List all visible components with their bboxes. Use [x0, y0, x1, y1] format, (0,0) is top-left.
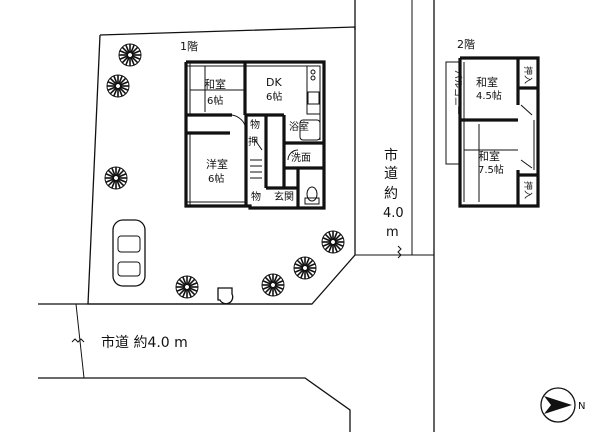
- south-road-width-mark: [71, 338, 85, 343]
- second-floor-title: 2階: [457, 37, 475, 51]
- room-storage2-name: 物: [251, 190, 261, 203]
- south-road-text: 市道 約4.0 m: [101, 334, 188, 351]
- room-storage1-name: 物: [250, 118, 260, 131]
- second-floor-plan: 2階 バルコニー 和室 4.5帖 和室 7.5帖 押入 押入: [445, 37, 540, 208]
- room-entrance-name: 玄関: [274, 190, 294, 203]
- room-dk-name: DK: [266, 76, 282, 89]
- trees: [104, 43, 345, 299]
- east-road-name-1: 市: [384, 147, 398, 164]
- room-washitsu-name: 和室: [204, 77, 226, 91]
- parked-car: [112, 219, 146, 287]
- first-floor-plan: 1階: [180, 39, 326, 210]
- tree-icon: [106, 74, 130, 98]
- compass-arrow-icon: [544, 396, 572, 414]
- east-road-width: 4.0: [383, 206, 404, 221]
- tree-icon: [261, 273, 285, 297]
- east-road-width-mark: [397, 245, 402, 259]
- stairs: [250, 139, 263, 179]
- east-road-label: 市 道 約 4.0 m: [383, 147, 404, 259]
- tree-icon: [321, 230, 345, 254]
- room-washitsu75-name: 和室: [478, 149, 500, 163]
- room-washitsu-size: 6帖: [207, 94, 223, 107]
- south-road-dim-line: [75, 303, 85, 379]
- east-road-unit: m: [386, 225, 399, 240]
- east-road-prefix: 約: [384, 186, 398, 202]
- room-washitsu75-size: 7.5帖: [478, 163, 504, 176]
- south-road-label: 市道 約4.0 m: [71, 303, 188, 379]
- compass-circle: [540, 387, 576, 423]
- east-road-name-2: 道: [384, 166, 398, 182]
- balcony-label: バルコニー: [452, 70, 463, 115]
- first-floor-title: 1階: [180, 39, 198, 53]
- tree-icon: [175, 275, 199, 299]
- road-edges: [38, 0, 435, 432]
- tree-icon: [293, 256, 317, 280]
- gate-marker: [217, 287, 234, 305]
- tree-icon: [118, 43, 142, 67]
- closet-bottom-label: 押入: [522, 181, 534, 199]
- closet-top-label: 押入: [522, 66, 534, 84]
- compass-label: N: [578, 401, 585, 412]
- room-youshitsu-name: 洋室: [206, 157, 228, 171]
- lot-boundary: [87, 0, 356, 305]
- room-washitsu45-size: 4.5帖: [476, 89, 502, 102]
- room-wash-name: 洗面: [291, 152, 311, 164]
- room-bath-name: 浴室: [289, 120, 309, 133]
- room-washitsu45-name: 和室: [476, 75, 498, 89]
- room-dk-size: 6帖: [266, 90, 282, 103]
- room-closet-name: 押: [248, 135, 258, 148]
- room-youshitsu-size: 6帖: [208, 172, 224, 185]
- north-compass: N: [540, 387, 585, 423]
- tree-icon: [104, 166, 128, 190]
